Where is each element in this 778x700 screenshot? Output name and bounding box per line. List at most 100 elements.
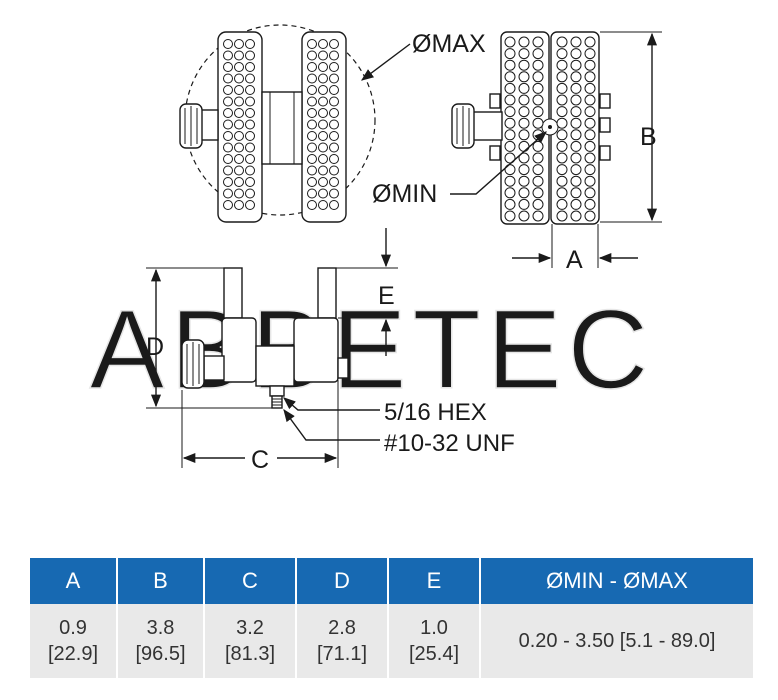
header-c: C	[204, 558, 297, 604]
hex-stem	[269, 385, 285, 397]
dim-d-label: D	[146, 333, 164, 361]
jaw-hole	[223, 73, 233, 84]
dim-e-label: E	[378, 282, 395, 310]
value-range: 0.20 - 3.50 [5.1 - 89.0]	[518, 630, 716, 652]
header-a: A	[30, 558, 118, 604]
jaw-hole	[584, 59, 596, 71]
jaw-hole	[234, 119, 244, 130]
jaw-hole	[329, 200, 339, 210]
jaw-hole	[234, 85, 244, 95]
jaw-hole	[318, 200, 328, 210]
jaw-hole	[532, 106, 544, 118]
jaw-hole	[570, 210, 582, 222]
jaw-hole	[584, 164, 596, 176]
jaw-hole	[532, 48, 544, 60]
jaw-hole	[223, 177, 233, 187]
jaw-hole	[223, 119, 233, 130]
jaw-hole	[504, 175, 516, 187]
jaw-hole	[223, 142, 233, 153]
jaw-hole	[556, 82, 568, 94]
left-jaw-side	[221, 317, 257, 383]
jaw-hole	[245, 62, 255, 72]
jaw-hole	[532, 187, 544, 199]
jaw-hole	[584, 140, 596, 152]
cell-range: 0.20 - 3.50 [5.1 - 89.0]	[480, 604, 753, 678]
jaw-hole	[318, 142, 328, 153]
jaw-hole	[223, 200, 233, 210]
jaw-hole	[570, 59, 582, 71]
jaw-hole	[584, 36, 596, 48]
dim-c-label: C	[251, 446, 269, 474]
jaw-hole	[556, 106, 568, 118]
jaw-hole	[518, 187, 530, 199]
jaw-hole	[245, 154, 255, 164]
jaw-hole	[329, 62, 339, 72]
jaw-hole	[245, 96, 255, 107]
jaw-hole	[556, 164, 568, 176]
jaw-hole	[234, 165, 244, 176]
jaw-hole	[518, 71, 530, 83]
jaw-hole	[570, 129, 582, 141]
value-inch: 3.2	[236, 617, 264, 639]
header-e: E	[388, 558, 481, 604]
jaw-hole	[556, 187, 568, 199]
jaw-hole	[518, 82, 530, 94]
jaw-hole	[532, 71, 544, 83]
omin-label: ØMIN	[372, 180, 437, 208]
hex-label: 5/16 HEX	[384, 399, 487, 426]
jaw-hole	[556, 71, 568, 83]
jaw-hole	[307, 188, 317, 199]
knob-closed	[471, 111, 503, 141]
dim-b-label: B	[640, 123, 657, 151]
jaw-hole	[245, 50, 255, 61]
jaw-hole	[307, 177, 317, 187]
jaw-hole	[318, 50, 328, 61]
jaw-hole	[556, 175, 568, 187]
jaw-hole	[584, 210, 596, 222]
jaw-hole	[329, 85, 339, 95]
jaw-hole	[556, 48, 568, 60]
jaw-hole	[234, 177, 244, 187]
jaw-hole	[584, 129, 596, 141]
jaw-hole	[504, 117, 516, 129]
jaw-hole	[329, 119, 339, 130]
jaw-hole	[318, 39, 328, 49]
jaw-hole	[504, 187, 516, 199]
jaw-hole	[234, 188, 244, 199]
jaw-hole	[556, 198, 568, 210]
header-b: B	[117, 558, 205, 604]
jaw-hole	[504, 198, 516, 210]
jaw-hole	[532, 175, 544, 187]
jaw-hole	[245, 108, 255, 118]
jaw-hole	[518, 152, 530, 164]
jaw-hole	[318, 96, 328, 107]
jaw-hole	[504, 140, 516, 152]
jaw-hole	[307, 165, 317, 176]
cell-a: 0.9 [22.9]	[30, 604, 118, 678]
jaw-hole	[518, 117, 530, 129]
table-row: 0.9 [22.9] 3.8 [96.5] 3.2 [81.3] 2.8 [71…	[30, 604, 753, 678]
jaw-hole	[570, 82, 582, 94]
jaw-hole	[245, 85, 255, 95]
jaw-hole	[518, 59, 530, 71]
jaw-hole	[234, 154, 244, 164]
jaw-hole	[329, 165, 339, 176]
watermark: ABBETEC	[90, 287, 655, 412]
jaw-hole	[532, 117, 544, 129]
jaw-hole	[518, 210, 530, 222]
jaw-hole	[518, 140, 530, 152]
side-view	[181, 267, 349, 409]
jaw-hole	[318, 154, 328, 164]
jaw-holes-closed	[504, 36, 596, 222]
jaw-hole	[223, 62, 233, 72]
jaw-hole	[234, 200, 244, 210]
jaw-hole	[556, 210, 568, 222]
value-mm: [81.3]	[224, 643, 276, 665]
jaw-hole	[532, 164, 544, 176]
jaw-hole	[556, 94, 568, 106]
jaw-hole	[329, 73, 339, 84]
jaw-hole	[245, 142, 255, 153]
jaw-hole	[223, 50, 233, 61]
jaw-hole	[318, 165, 328, 176]
jaw-hole	[518, 48, 530, 60]
